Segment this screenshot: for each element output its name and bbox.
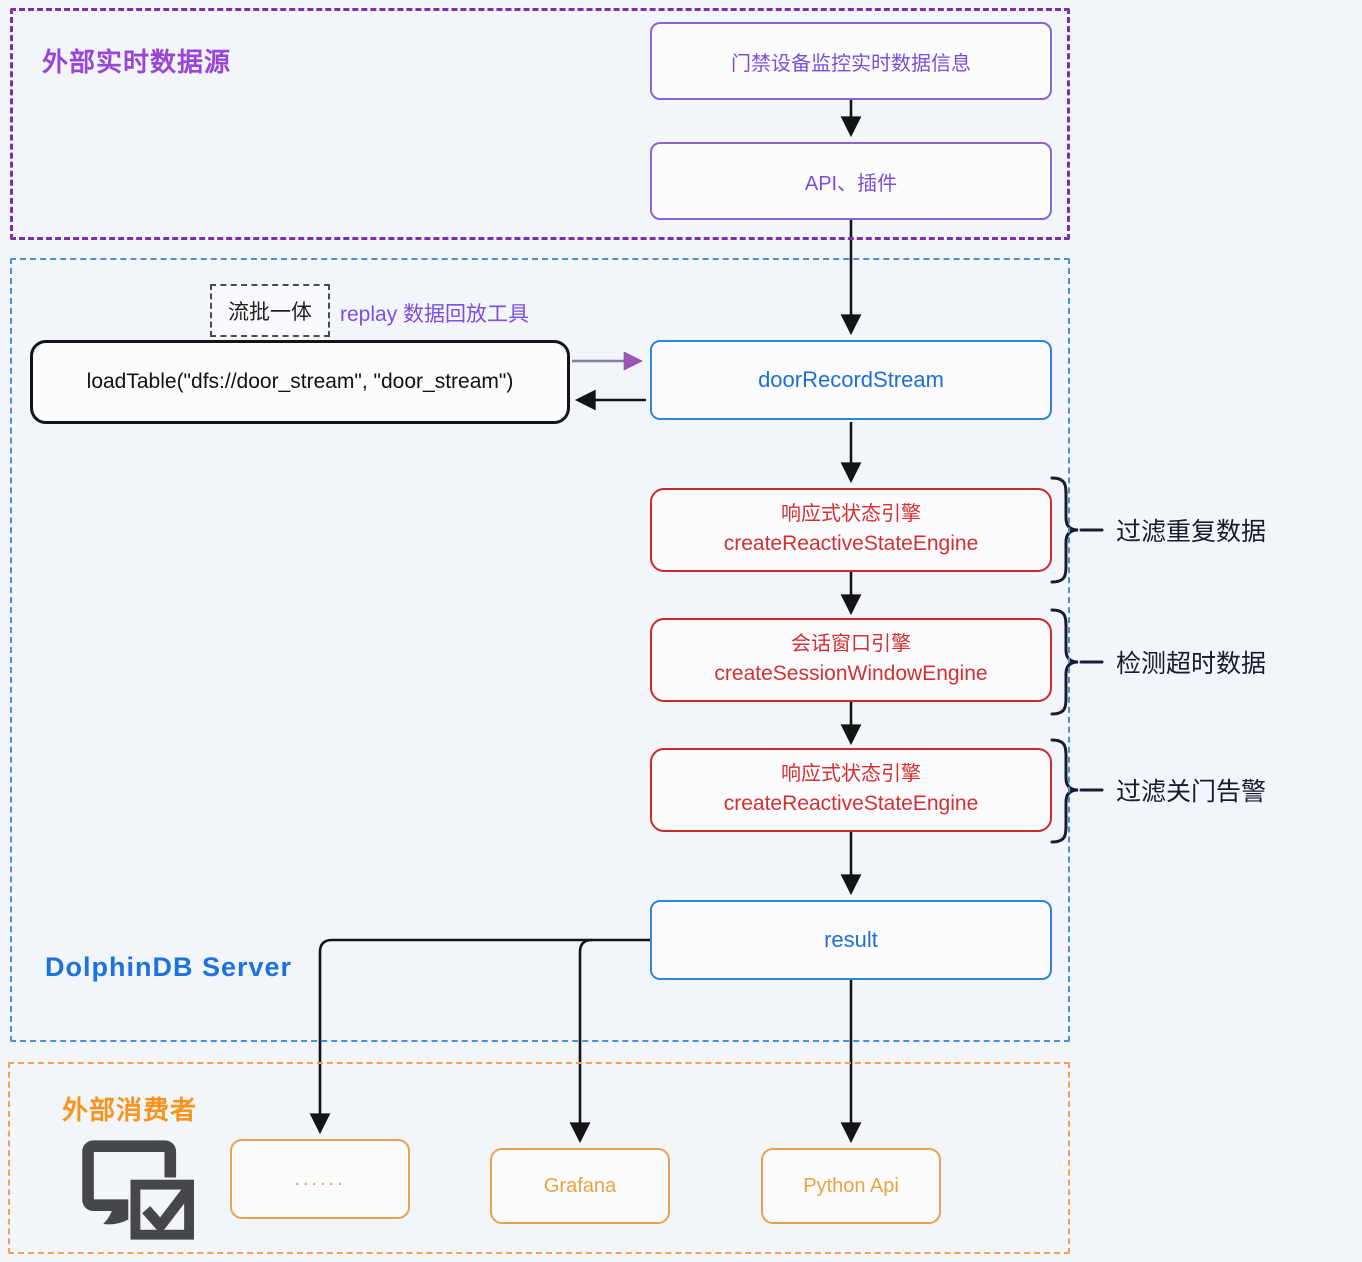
engine3-annotation: 过滤关门告警 [1116,778,1267,806]
node-engine-session-window: 会话窗口引擎 createSessionWindowEngine [650,618,1052,702]
dolphindb-server-label: DolphinDB Server [45,952,293,982]
node-engine-reactive-1: 响应式状态引擎 createReactiveStateEngine [650,488,1052,572]
engine3-func: createReactiveStateEngine [723,792,979,816]
external-consumers-label: 外部消费者 [62,1095,198,1125]
node-door-monitor-data-label: 门禁设备监控实时数据信息 [731,52,971,75]
engine1-annotation: 过滤重复数据 [1116,518,1267,546]
node-consumer-others: ...... [230,1139,410,1219]
node-result-label: result [824,927,878,952]
node-api-plugin: API、插件 [650,142,1052,220]
node-door-monitor-data: 门禁设备监控实时数据信息 [650,22,1052,100]
node-consumer-others-label: ...... [294,1167,346,1190]
node-load-table-label: loadTable("dfs://door_stream", "door_str… [86,370,514,393]
check-mark [142,1184,194,1235]
engine2-func: createSessionWindowEngine [714,662,988,686]
monitor-check-icon [82,1140,198,1242]
stream-batch-tag-label: 流批一体 [228,300,312,324]
engine1-func: createReactiveStateEngine [723,532,979,556]
node-load-table: loadTable("dfs://door_stream", "door_str… [30,340,570,424]
node-consumer-python-api: Python Api [761,1148,941,1224]
engine1-title: 响应式状态引擎 [781,503,921,526]
engine3-title: 响应式状态引擎 [781,763,921,786]
external-consumers-container [8,1062,1070,1254]
external-source-label: 外部实时数据源 [42,47,232,77]
node-consumer-grafana-label: Grafana [543,1174,617,1197]
node-result: result [650,900,1052,980]
engine2-title: 会话窗口引擎 [791,633,911,656]
external-source-container [10,8,1070,240]
node-engine-reactive-2: 响应式状态引擎 createReactiveStateEngine [650,748,1052,832]
replay-tool-label: replay 数据回放工具 [340,303,530,326]
node-door-record-stream: doorRecordStream [650,340,1052,420]
monitor-stand [103,1202,131,1225]
node-door-record-stream-label: doorRecordStream [758,367,944,392]
stream-batch-tag: 流批一体 [210,284,330,337]
dolphindb-server-container [10,258,1070,1042]
node-consumer-grafana: Grafana [490,1148,670,1224]
engine2-annotation: 检测超时数据 [1116,650,1267,678]
node-consumer-python-api-label: Python Api [803,1174,899,1197]
node-api-plugin-label: API、插件 [804,172,898,195]
